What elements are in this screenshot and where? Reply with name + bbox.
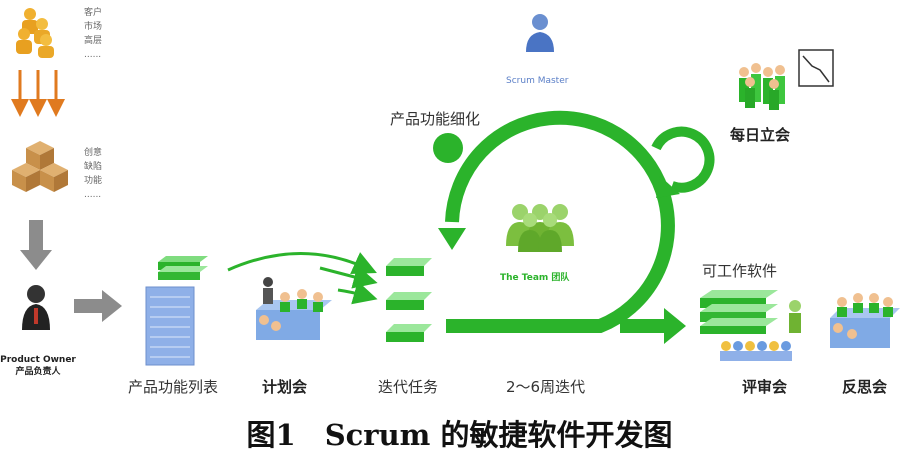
- burndown-chart-icon: [798, 49, 834, 87]
- divider-dots-2: ......: [84, 190, 102, 200]
- figure-caption: 图1 Scrum 的敏捷软件开发图: [246, 418, 673, 452]
- features-label: 创意 缺陷 功能 ......: [84, 146, 102, 202]
- features-line-3: 功能: [84, 176, 103, 186]
- customer-line-1: 客户: [84, 8, 103, 18]
- working-software-icon: [700, 290, 778, 334]
- product-owner-icon: [22, 285, 50, 330]
- customer-line-3: 高层: [84, 36, 103, 46]
- divider-dots-1: ......: [84, 50, 102, 60]
- green-flow-arrows: [227, 252, 378, 305]
- green-right-arrow: [620, 308, 686, 344]
- gray-right-arrow: [74, 290, 122, 322]
- product-backlog-icon: [145, 256, 208, 366]
- scrum-master-label: Scrum Master: [506, 76, 569, 86]
- product-owner-cn: 产品负责人: [15, 367, 61, 377]
- customers-icon: [16, 8, 54, 58]
- sprint-length-label: 2～6周迭代: [506, 378, 586, 396]
- review-meeting-icon: [720, 300, 801, 361]
- team-icon: [506, 204, 574, 252]
- planning-label: 计划会: [262, 378, 308, 396]
- idea-boxes-icon: [12, 141, 68, 192]
- customer-line-2: 市场: [84, 22, 103, 32]
- refine-label: 产品功能细化: [390, 110, 481, 128]
- retrospective-label: 反思会: [842, 378, 888, 396]
- product-owner-en: Product Owner: [0, 355, 76, 365]
- features-line-1: 创意: [84, 148, 103, 158]
- sprint-cycle-loop: [433, 110, 675, 333]
- team-label: The Team 团队: [500, 273, 570, 283]
- features-line-2: 缺陷: [84, 162, 103, 172]
- daily-meeting-label: 每日立会: [730, 126, 791, 144]
- scrum-master-icon: [526, 14, 554, 52]
- review-label: 评审会: [742, 378, 788, 396]
- planning-meeting-icon: [256, 277, 332, 340]
- orange-down-arrows: [11, 70, 65, 117]
- gray-down-arrow: [20, 220, 52, 270]
- product-owner-label: Product Owner 产品负责人: [0, 354, 76, 378]
- daily-cycle-loop: [651, 126, 715, 198]
- retrospective-meeting-icon: [830, 293, 900, 348]
- daily-standup-icon: [739, 63, 785, 110]
- backlog-label: 产品功能列表: [128, 378, 219, 396]
- sprint-backlog-icon: [386, 258, 432, 342]
- customer-label: 客户 市场 高层 ......: [84, 6, 102, 62]
- workable-software-label: 可工作软件: [702, 262, 778, 280]
- sprint-tasks-label: 迭代任务: [378, 378, 439, 396]
